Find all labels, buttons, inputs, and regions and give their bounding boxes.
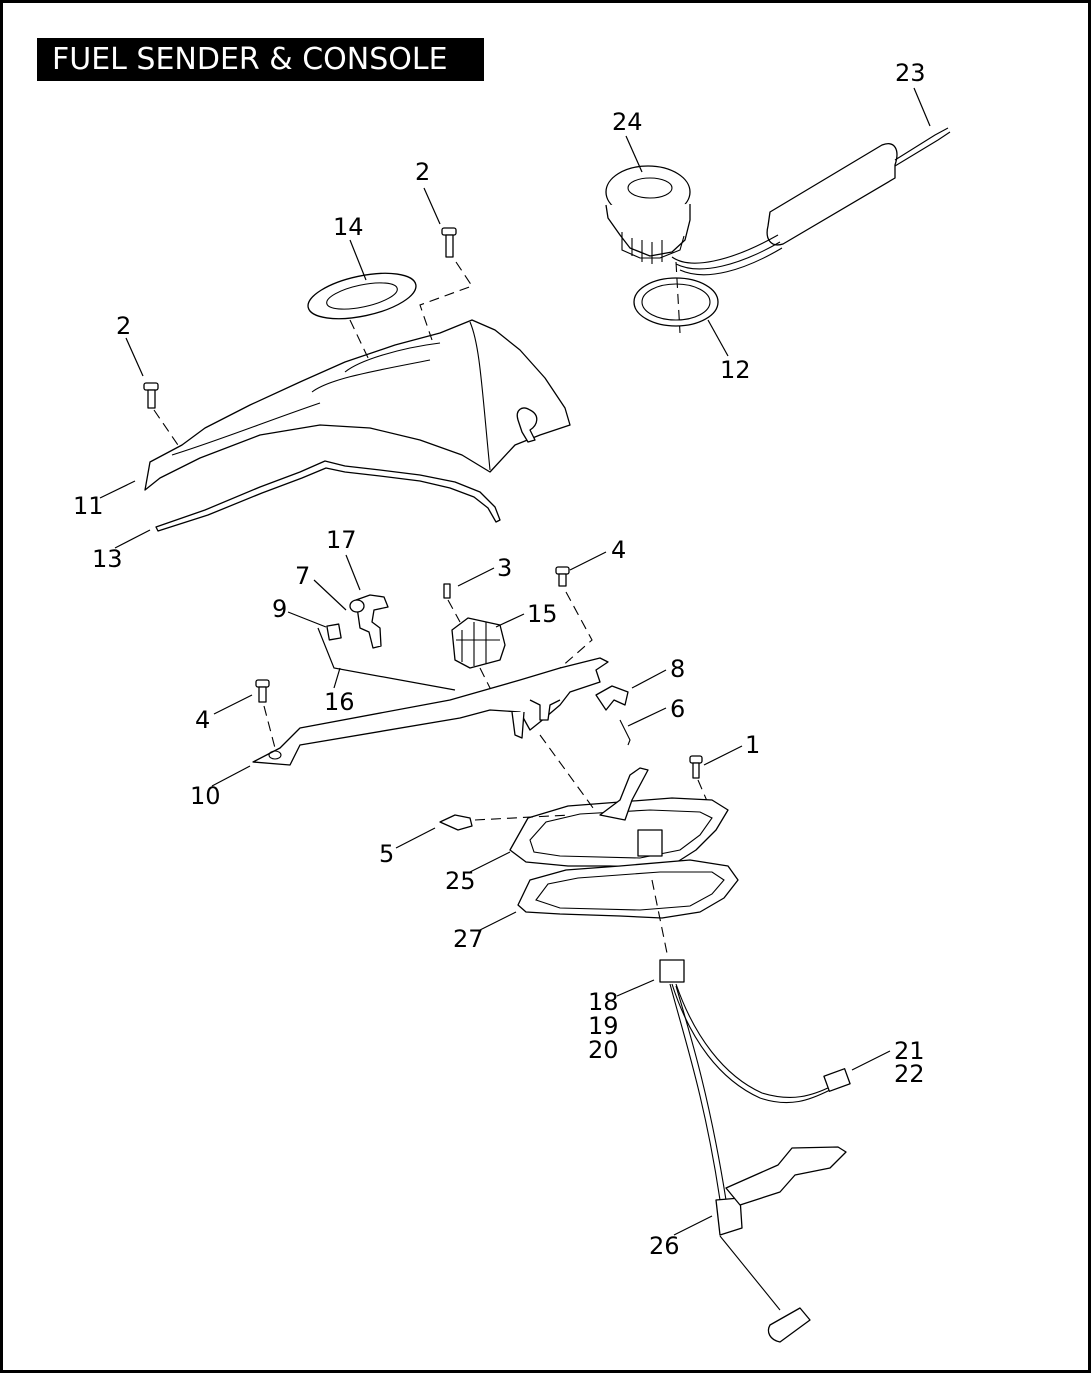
switch-part (326, 594, 389, 649)
pump-plate-part (509, 767, 729, 868)
callout-16: 16 (324, 688, 355, 716)
callout-14: 14 (333, 213, 364, 241)
callout-7: 7 (295, 562, 310, 590)
callout-27: 27 (453, 925, 484, 953)
callout-17: 17 (326, 526, 357, 554)
callout-21: 21 (894, 1037, 925, 1065)
plate-clip-part (439, 814, 473, 831)
fuel-gauge-part (605, 165, 691, 264)
callout-3: 3 (497, 554, 512, 582)
sender-connector-part (659, 959, 851, 1201)
fuel-level-sender-part (715, 1146, 847, 1343)
gasket-part (307, 272, 417, 320)
screw-part-1 (689, 755, 703, 779)
callout-22: 22 (894, 1060, 925, 1088)
callout-19: 19 (588, 1012, 619, 1040)
callout-23: 23 (895, 59, 926, 87)
callout-6: 6 (670, 695, 685, 723)
diagram-title: FUEL SENDER & CONSOLE (37, 38, 484, 81)
callout-9: 9 (272, 595, 287, 623)
callout-12: 12 (720, 356, 751, 384)
mounting-bracket-part (252, 566, 609, 766)
callout-25: 25 (445, 867, 476, 895)
plate-gasket-part (517, 859, 739, 919)
relay-part (443, 583, 506, 669)
callout-1: 1 (745, 731, 760, 759)
callout-18: 18 (588, 988, 619, 1016)
callout-26: 26 (649, 1232, 680, 1260)
callout-8: 8 (670, 655, 685, 683)
callout-20: 20 (588, 1036, 619, 1064)
callout-11: 11 (73, 492, 104, 520)
callout-10: 10 (190, 782, 221, 810)
callout-5: 5 (379, 840, 394, 868)
callout-labels: 11 13 2 2 14 24 23 12 17 7 9 3 15 4 16 4… (73, 59, 926, 1260)
clip-part (595, 685, 631, 746)
console-part (144, 319, 571, 491)
callout-2-top: 2 (415, 158, 430, 186)
gauge-gasket-part (633, 277, 719, 327)
screw-part (143, 227, 457, 409)
callout-24: 24 (612, 108, 643, 136)
callout-2-left: 2 (116, 312, 131, 340)
callout-4-right: 4 (611, 536, 626, 564)
callout-4-left: 4 (195, 706, 210, 734)
trim-strip-part (155, 460, 501, 532)
wire-harness-part (671, 127, 951, 276)
callout-13: 13 (92, 545, 123, 573)
callout-15: 15 (527, 600, 558, 628)
callout-leaders (99, 87, 931, 1236)
